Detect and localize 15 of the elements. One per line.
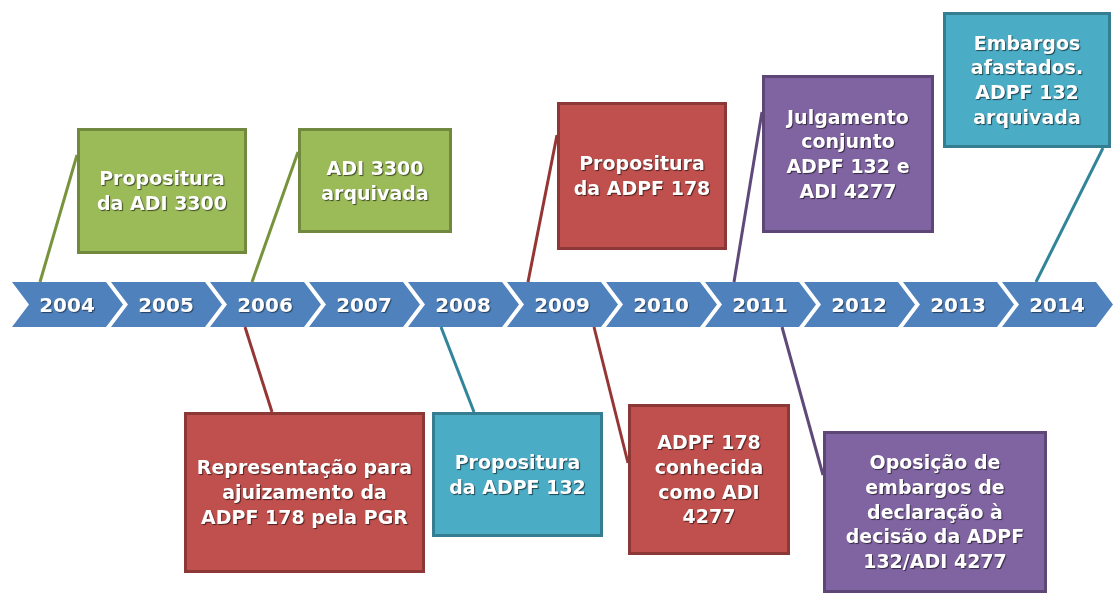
event-box: Representação para ajuizamento da ADPF 178 pela PGR [184, 412, 425, 573]
leader-line [780, 326, 825, 476]
leader-line [732, 111, 764, 283]
leader-line [526, 134, 559, 283]
event-box: Embargos afastados. ADPF 132 arquivada [943, 12, 1111, 148]
event-box: Propositura da ADPF 178 [557, 102, 727, 250]
event-box: ADI 3300 arquivada [298, 128, 452, 233]
event-box: Propositura da ADPF 132 [432, 412, 603, 537]
leader-line [592, 326, 630, 464]
event-box: ADPF 178 conhecida como ADI 4277 [628, 404, 790, 555]
leader-line [38, 154, 79, 283]
event-box: Oposição de embargos de declaração à decisão da ADPF 132/ADI 4277 [823, 431, 1047, 593]
leader-line [250, 151, 300, 283]
event-box: Julgamento conjunto ADPF 132 e ADI 4277 [762, 75, 934, 233]
event-box: Propositura da ADI 3300 [77, 128, 247, 254]
